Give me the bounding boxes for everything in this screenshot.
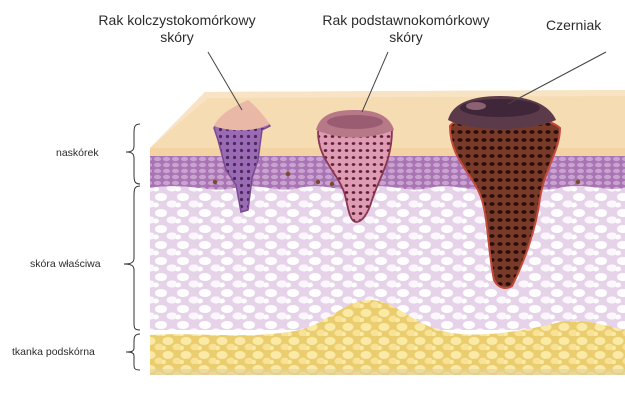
layer-brackets [124,124,140,370]
label-squamous-line2: skóry [72,29,282,46]
label-epidermis: naskórek [56,147,99,159]
label-melanoma: Czerniak [546,17,601,34]
label-dermis: skóra właściwa [30,258,101,270]
label-squamous-line1: Rak kolczystokomórkowy [72,12,282,29]
label-subcutis: tkanka podskórna [12,346,95,358]
label-squamous-cell-carcinoma: Rak kolczystokomórkowy skóry [72,12,282,46]
label-basal-line1: Rak podstawnokomórkowy [296,12,516,29]
label-basal-line2: skóry [296,29,516,46]
label-basal-cell-carcinoma: Rak podstawnokomórkowy skóry [296,12,516,46]
